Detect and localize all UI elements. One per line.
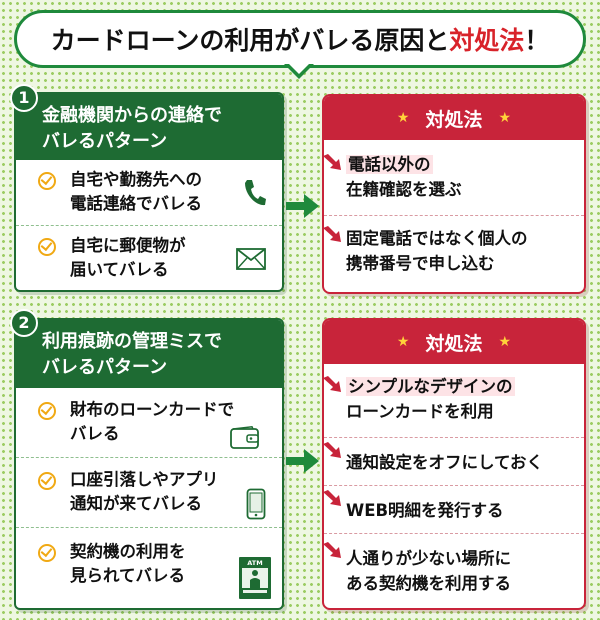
wallet-icon xyxy=(230,425,260,454)
check-icon xyxy=(38,172,56,190)
solution-1-item-2-line-2: 携帯番号で申し込む xyxy=(346,254,495,273)
svg-text:ATM: ATM xyxy=(247,559,262,567)
atm-machine-icon: ATM xyxy=(238,556,272,604)
pattern-2-number-badge: 2 xyxy=(10,309,38,337)
solution-2-item-3: WEB明細を発行する xyxy=(324,486,584,534)
solution-2-item-2-line-1: 通知設定をオフにしておく xyxy=(346,453,544,472)
pattern-1-number-badge: 1 xyxy=(10,84,38,112)
pattern-2-heading-line-2: バレるパターン xyxy=(42,357,168,378)
pattern-2-item-3-line-1: 契約機の利用を xyxy=(70,542,186,561)
solution-1-item-1-line-1: 電話以外の xyxy=(346,155,433,174)
pointer-arrow-icon xyxy=(324,376,344,398)
solution-2-item-2: 通知設定をオフにしておく xyxy=(324,438,584,486)
pattern-2-item-3: 契約機の利用を 見られてバレる ATM xyxy=(16,528,282,608)
pointer-arrow-icon xyxy=(324,154,344,176)
solution-card-1: ★ 対処法 ★ 電話以外の 在籍確認を選ぶ 固定電話ではなく個人の 携帯番号で申… xyxy=(322,94,586,294)
title-bubble-tail-fill xyxy=(288,63,310,74)
pattern-1-item-2-line-1: 自宅に郵便物が xyxy=(70,236,186,255)
solution-1-heading-text: 対処法 xyxy=(425,108,483,131)
pattern-2-item-1: 財布のローンカードで バレる xyxy=(16,388,282,458)
check-icon xyxy=(38,238,56,256)
solution-1-heading: ★ 対処法 ★ xyxy=(324,96,584,140)
solution-1-item-2-line-1: 固定電話ではなく個人の xyxy=(346,229,528,248)
title-text: カードローンの利用がバレる原因と xyxy=(50,26,450,55)
solution-2-item-1-line-2: ローンカードを利用 xyxy=(346,402,494,421)
pattern-2-item-2-line-2: 通知が来てバレる xyxy=(70,494,202,513)
solution-2-item-3-line-1: WEB明細を発行する xyxy=(346,501,504,520)
star-icon: ★ xyxy=(396,334,410,350)
solution-2-item-1-line-1: シンプルなデザインの xyxy=(346,377,515,396)
pattern-1-item-2: 自宅に郵便物が 届いてバレる xyxy=(16,226,282,290)
pointer-arrow-icon xyxy=(324,442,344,464)
check-icon xyxy=(38,472,56,490)
pattern-1-item-1: 自宅や勤務先への 電話連絡でバレる xyxy=(16,160,282,226)
check-icon xyxy=(38,544,56,562)
pattern-1-heading: 金融機関からの連絡で バレるパターン xyxy=(16,94,282,160)
solution-2-heading-text: 対処法 xyxy=(425,332,483,355)
pattern-2-item-1-line-1: 財布のローンカードで xyxy=(70,400,235,419)
pattern-1-item-1-line-1: 自宅や勤務先への xyxy=(70,170,202,189)
smartphone-icon xyxy=(246,488,266,524)
pointer-arrow-icon xyxy=(324,226,344,248)
arrow-right-icon xyxy=(286,193,320,219)
title-accent-text: 対処法 xyxy=(449,26,525,55)
phone-icon xyxy=(242,178,268,212)
star-icon: ★ xyxy=(498,110,512,126)
solution-2-item-4-line-2: ある契約機を利用する xyxy=(346,574,511,593)
solution-2-item-4: 人通りが少ない場所に ある契約機を利用する xyxy=(324,534,584,608)
star-icon: ★ xyxy=(498,334,512,350)
envelope-icon xyxy=(236,248,266,274)
pattern-1-item-1-line-2: 電話連絡でバレる xyxy=(70,194,202,213)
star-icon: ★ xyxy=(396,110,410,126)
arrow-right-icon xyxy=(286,448,320,474)
solution-2-item-1: シンプルなデザインの ローンカードを利用 xyxy=(324,364,584,438)
pattern-2-item-2: 口座引落しやアプリ 通知が来てバレる xyxy=(16,458,282,528)
pattern-card-2: 利用痕跡の管理ミスで バレるパターン 財布のローンカードで バレる 口座引落しや… xyxy=(14,318,284,610)
pattern-2-item-1-line-2: バレる xyxy=(70,424,120,443)
solution-1-item-1: 電話以外の 在籍確認を選ぶ xyxy=(324,140,584,216)
solution-2-item-4-line-1: 人通りが少ない場所に xyxy=(346,549,511,568)
solution-2-heading: ★ 対処法 ★ xyxy=(324,320,584,364)
solution-card-2: ★ 対処法 ★ シンプルなデザインの ローンカードを利用 通知設定をオフにしてお… xyxy=(322,318,586,610)
pointer-arrow-icon xyxy=(324,490,344,512)
pattern-2-heading: 利用痕跡の管理ミスで バレるパターン xyxy=(16,320,282,388)
pattern-1-heading-line-1: 金融機関からの連絡で xyxy=(42,105,222,126)
title-suffix: ！ xyxy=(524,26,550,55)
pattern-2-item-3-line-2: 見られてバレる xyxy=(70,566,186,585)
pattern-2-heading-line-1: 利用痕跡の管理ミスで xyxy=(42,331,222,352)
title-banner: カードローンの利用がバレる原因と対処法！ xyxy=(14,10,586,68)
pattern-card-1: 金融機関からの連絡で バレるパターン 自宅や勤務先への 電話連絡でバレる 自宅に… xyxy=(14,92,284,292)
pattern-1-item-2-line-2: 届いてバレる xyxy=(70,260,169,279)
pattern-2-item-2-line-1: 口座引落しやアプリ xyxy=(70,470,219,489)
solution-1-item-1-line-2: 在籍確認を選ぶ xyxy=(346,180,462,199)
check-icon xyxy=(38,402,56,420)
pointer-arrow-icon xyxy=(324,542,344,564)
solution-1-item-2: 固定電話ではなく個人の 携帯番号で申し込む xyxy=(324,216,584,292)
pattern-1-heading-line-2: バレるパターン xyxy=(42,131,168,152)
